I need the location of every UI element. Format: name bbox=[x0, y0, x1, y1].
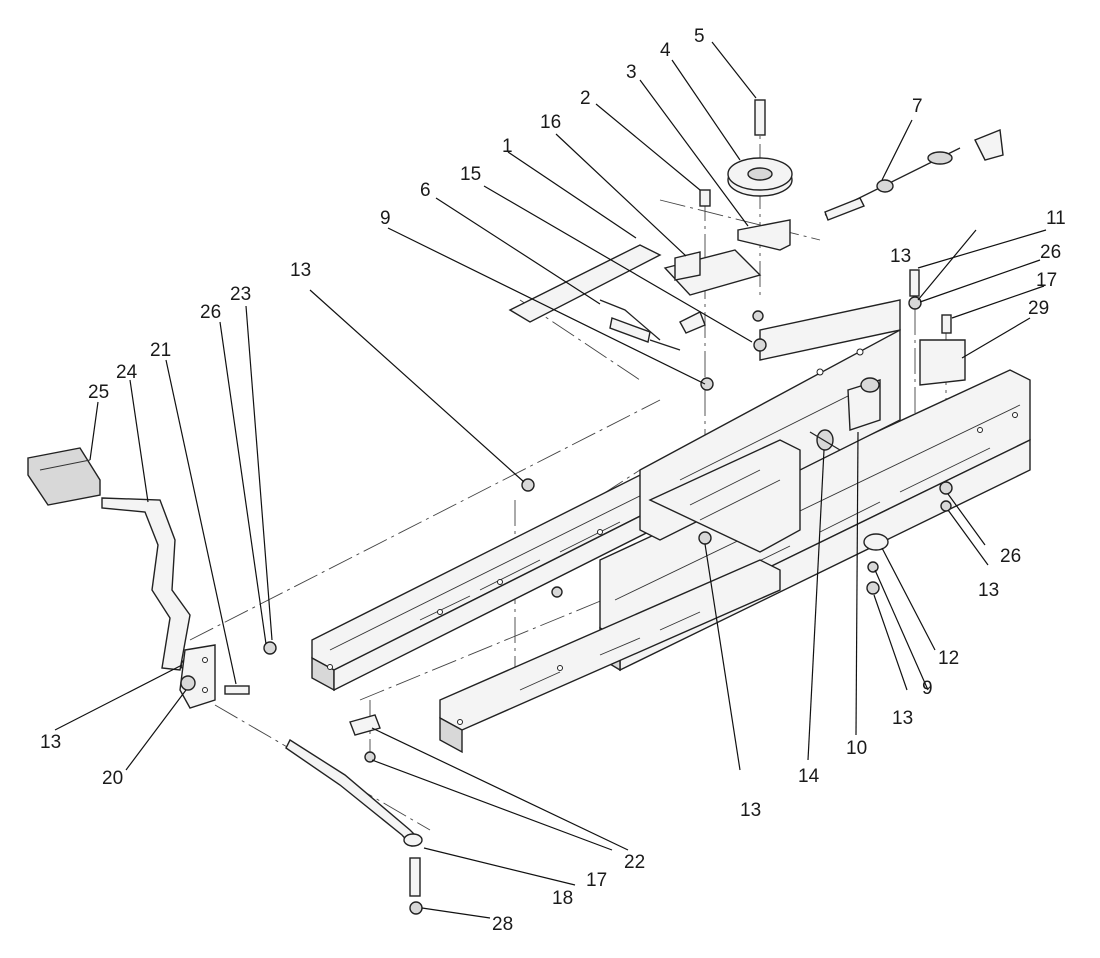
callout-7: 7 bbox=[912, 96, 923, 117]
pedal-arm-24 bbox=[101, 497, 191, 671]
callout-13-top-right: 13 bbox=[890, 246, 911, 267]
callout-2: 2 bbox=[580, 88, 591, 109]
linkage-rod bbox=[285, 714, 423, 915]
idler-pulley bbox=[699, 99, 793, 251]
callout-14: 14 bbox=[798, 766, 820, 787]
callout-labels: 1 2 3 4 5 6 7 9 9 10 11 12 13 13 13 13 1… bbox=[40, 26, 1066, 935]
callout-17-bottom: 17 bbox=[586, 870, 607, 891]
callout-4: 4 bbox=[660, 40, 671, 61]
pedal-pivot-20 bbox=[179, 644, 216, 709]
callout-16: 16 bbox=[540, 112, 561, 133]
callout-9-lower: 9 bbox=[922, 678, 933, 699]
callout-11: 11 bbox=[1046, 208, 1066, 229]
frame-crossmember bbox=[639, 299, 901, 553]
pedal-pad-25 bbox=[27, 447, 101, 506]
callout-1: 1 bbox=[502, 136, 513, 157]
callout-13-upper-left: 13 bbox=[290, 260, 311, 281]
callout-13-left: 13 bbox=[40, 732, 61, 753]
callout-21: 21 bbox=[150, 340, 171, 361]
spring-14 bbox=[809, 429, 841, 451]
callout-10: 10 bbox=[846, 738, 867, 759]
callout-5: 5 bbox=[694, 26, 705, 47]
callout-13-lower-right: 13 bbox=[892, 708, 913, 729]
callout-13-bottom: 13 bbox=[740, 800, 761, 821]
callout-25: 25 bbox=[88, 382, 109, 403]
callout-15: 15 bbox=[460, 164, 481, 185]
callout-26-left: 26 bbox=[200, 302, 221, 323]
callout-3: 3 bbox=[626, 62, 637, 83]
upper-bracket bbox=[508, 244, 762, 351]
callout-29: 29 bbox=[1028, 298, 1049, 319]
callout-13-right: 13 bbox=[978, 580, 999, 601]
callout-17-right: 17 bbox=[1036, 270, 1057, 291]
callout-22: 22 bbox=[624, 852, 645, 873]
callout-18: 18 bbox=[552, 888, 573, 909]
callout-20: 20 bbox=[102, 768, 123, 789]
callout-28: 28 bbox=[492, 914, 513, 935]
right-bracket-29 bbox=[919, 314, 966, 386]
callout-6: 6 bbox=[420, 180, 431, 201]
callout-24: 24 bbox=[116, 362, 138, 383]
control-rod-7 bbox=[824, 129, 1004, 221]
bracket-10 bbox=[847, 377, 881, 431]
callout-26-lower-right: 26 bbox=[1000, 546, 1021, 567]
callout-23: 23 bbox=[230, 284, 251, 305]
callout-26-upper-right: 26 bbox=[1040, 242, 1061, 263]
callout-9-upper: 9 bbox=[380, 208, 391, 229]
frame-lower-channel bbox=[439, 559, 781, 754]
leader-lines bbox=[54, 41, 1047, 919]
callout-12: 12 bbox=[938, 648, 959, 669]
